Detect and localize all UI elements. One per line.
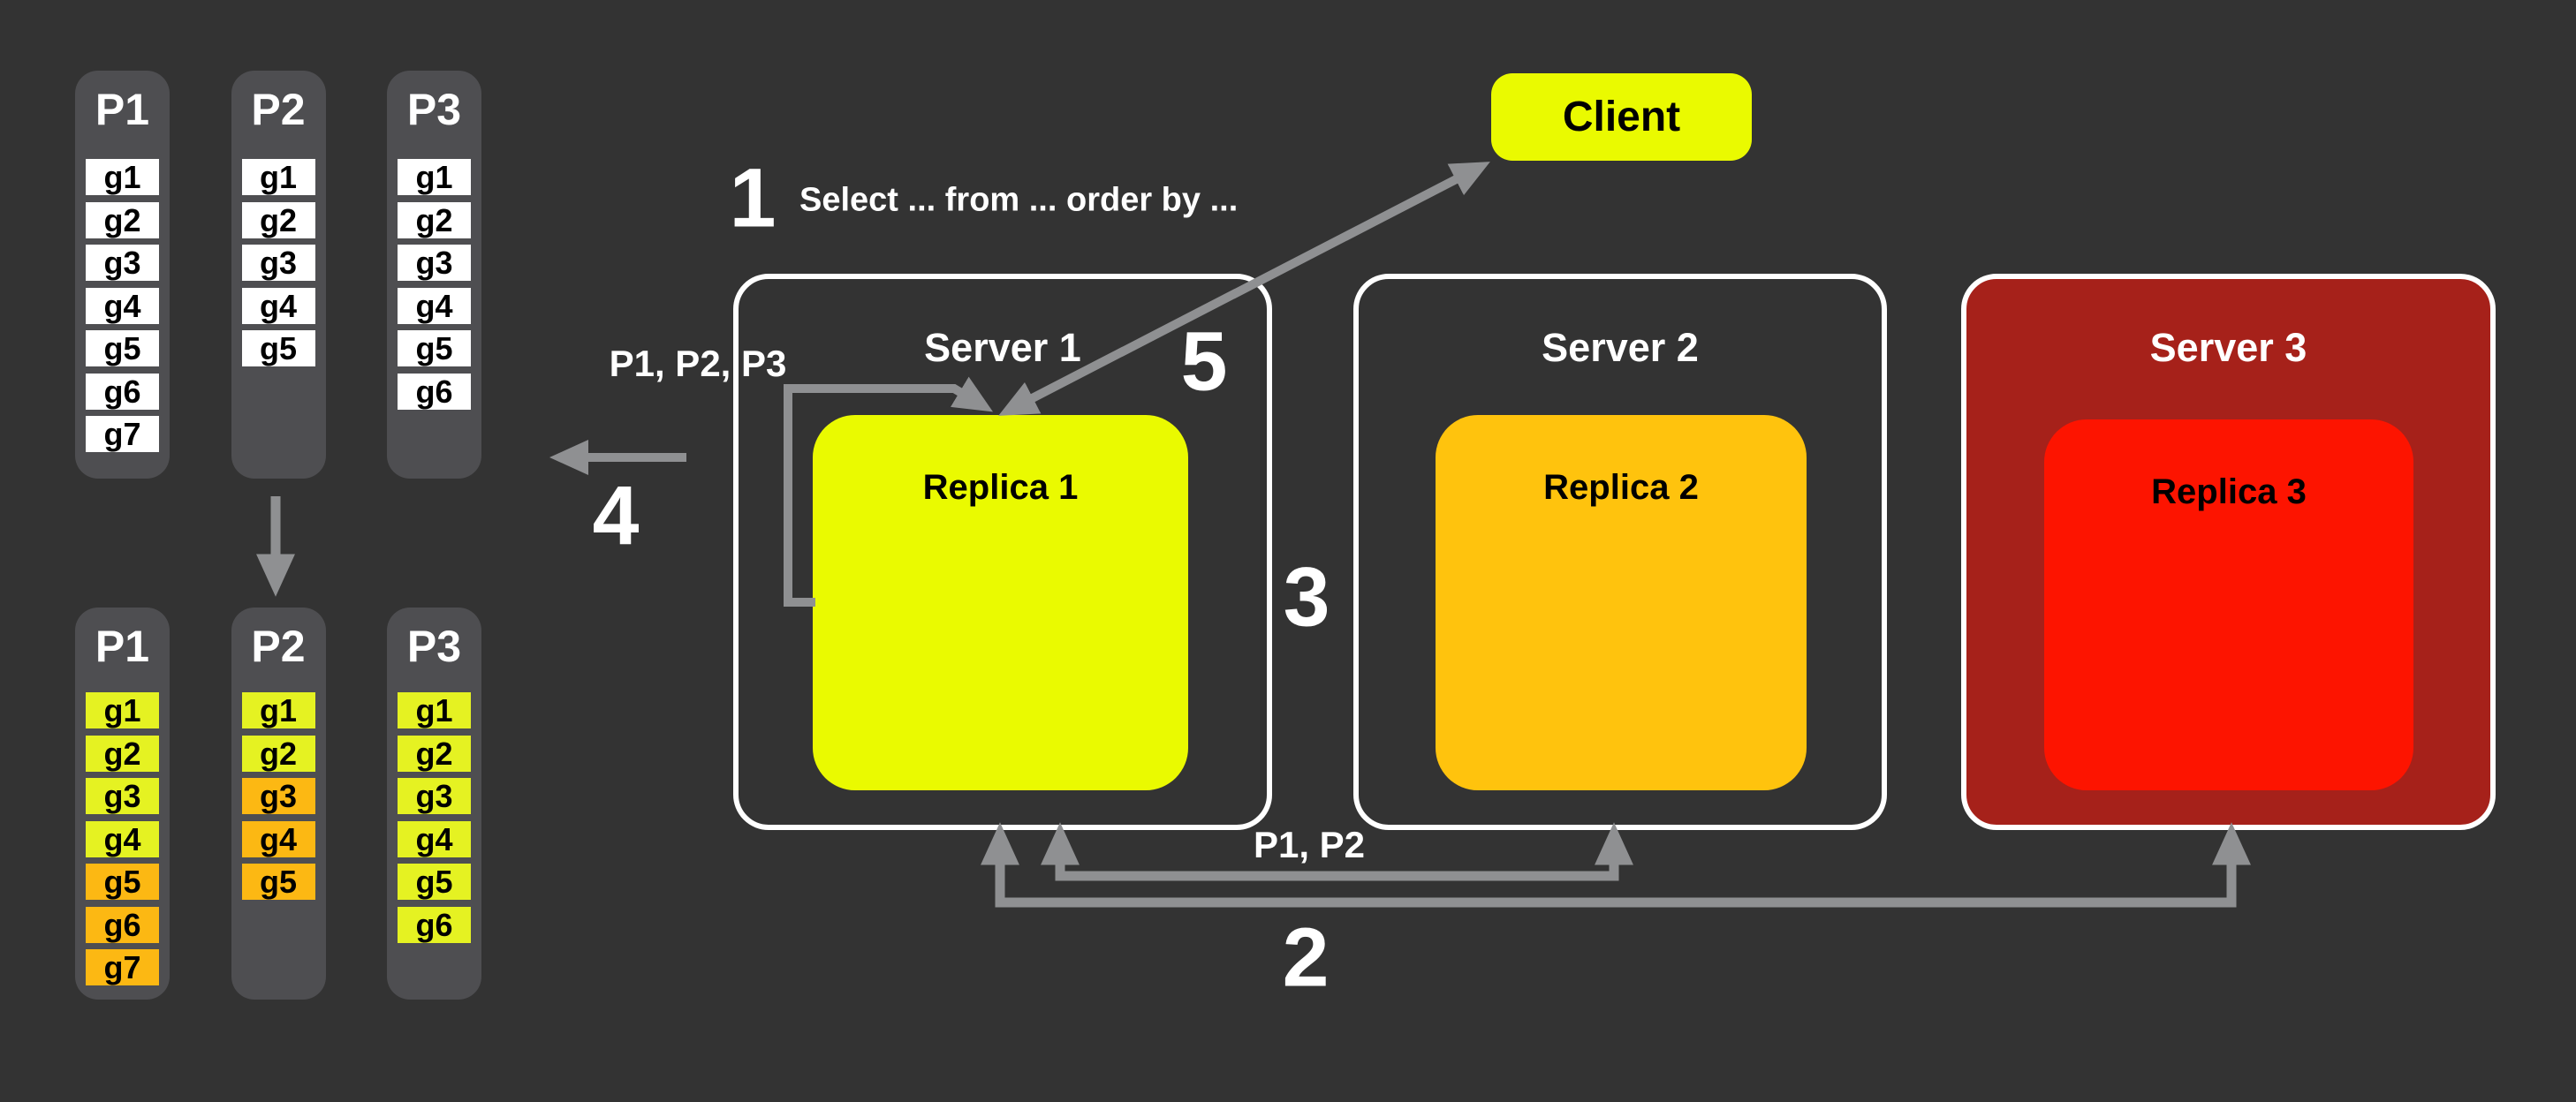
partition-cell-g2: g2 — [86, 735, 159, 772]
replica3-label: Replica 3 — [2151, 472, 2307, 511]
partition-cell-g6: g6 — [86, 906, 159, 943]
partition-cell-g2: g2 — [86, 201, 159, 238]
partition-cell-g5: g5 — [241, 330, 315, 366]
partition-cell-g3: g3 — [241, 778, 315, 814]
partition-column-p3: P3 g1 g2 g3 g4 g5 g6 — [387, 71, 481, 479]
partition-cell-g4: g4 — [86, 287, 159, 324]
partition-cell-g6: g6 — [86, 373, 159, 410]
partition-cell-g1: g1 — [86, 159, 159, 195]
partition-cell-g3: g3 — [86, 245, 159, 281]
partition-column-p3: P3 g1 g2 g3 g4 g5 g6 — [387, 608, 481, 1000]
partition-cells: g1 g2 g3 g4 g5 — [231, 692, 326, 900]
server3-label: Server 3 — [2149, 325, 2307, 370]
replica2-label: Replica 2 — [1543, 468, 1699, 507]
partition-column-p2: P2 g1 g2 g3 g4 g5 — [231, 608, 326, 1000]
partition-cell-g6: g6 — [398, 373, 471, 410]
partition-cell-g7: g7 — [86, 949, 159, 985]
partition-label: P1 — [95, 622, 150, 671]
partition-cell-g1: g1 — [86, 692, 159, 728]
partition-label: P3 — [406, 85, 462, 134]
partition-cell-g7: g7 — [86, 416, 159, 452]
server1-partitions-label: P1, P2, P3 — [609, 343, 787, 384]
partition-label: P2 — [251, 85, 306, 134]
partition-column-p1: P1 g1 g2 g3 g4 g5 g6 g7 — [75, 608, 170, 1000]
replica1-box: Replica 1 — [813, 415, 1188, 790]
partition-column-p1: P1 g1 g2 g3 g4 g5 g6 g7 — [75, 71, 170, 479]
partition-label: P1 — [95, 85, 150, 134]
partition-cell-g1: g1 — [241, 692, 315, 728]
partition-cell-g2: g2 — [398, 201, 471, 238]
server2-label: Server 2 — [1542, 325, 1699, 370]
partition-cell-g3: g3 — [398, 778, 471, 814]
partition-cells: g1 g2 g3 g4 g5 — [231, 159, 326, 366]
partition-cell-g5: g5 — [86, 330, 159, 366]
step3-number: 3 — [1283, 550, 1330, 645]
step4-number: 4 — [592, 469, 640, 563]
partition-cell-g4: g4 — [86, 820, 159, 857]
partition-label: P2 — [251, 622, 306, 671]
partition-cell-g4: g4 — [241, 287, 315, 324]
partition-cells: g1 g2 g3 g4 g5 g6 g7 — [75, 159, 170, 452]
partition-cell-g3: g3 — [86, 778, 159, 814]
replica2-box: Replica 2 — [1436, 415, 1807, 790]
partition-cell-g1: g1 — [398, 159, 471, 195]
step1-number: 1 — [729, 151, 777, 245]
partition-cell-g1: g1 — [241, 159, 315, 195]
replica3-box: Replica 3 — [2044, 419, 2413, 790]
partition-cell-g5: g5 — [398, 864, 471, 900]
step1-query-text: Select ... from ... order by ... — [799, 181, 1239, 219]
client-box: Client — [1491, 73, 1752, 161]
partition-cell-g3: g3 — [241, 245, 315, 281]
step2-number: 2 — [1282, 910, 1330, 1005]
partition-cell-g4: g4 — [398, 820, 471, 857]
partition-cells: g1 g2 g3 g4 g5 g6 g7 — [75, 692, 170, 985]
partition-cell-g4: g4 — [398, 287, 471, 324]
partition-cell-g3: g3 — [398, 245, 471, 281]
partition-cell-g4: g4 — [241, 820, 315, 857]
partition-cell-g2: g2 — [241, 201, 315, 238]
partition-cell-g2: g2 — [398, 735, 471, 772]
step5-number: 5 — [1180, 314, 1228, 409]
partition-cell-g5: g5 — [398, 330, 471, 366]
partition-cell-g5: g5 — [86, 864, 159, 900]
scatter-arrow-server3 — [981, 822, 2251, 908]
partition-cell-g1: g1 — [398, 692, 471, 728]
partition-cell-g2: g2 — [241, 735, 315, 772]
partition-label: P3 — [406, 622, 462, 671]
partition-cells: g1 g2 g3 g4 g5 g6 — [387, 159, 481, 410]
partition-cell-g6: g6 — [398, 906, 471, 943]
replica1-label: Replica 1 — [922, 468, 1079, 507]
replication-partitions-label: P1, P2 — [1253, 824, 1366, 865]
partition-column-p2: P2 g1 g2 g3 g4 g5 — [231, 71, 326, 479]
partition-cell-g5: g5 — [241, 864, 315, 900]
partition-cells: g1 g2 g3 g4 g5 g6 — [387, 692, 481, 943]
